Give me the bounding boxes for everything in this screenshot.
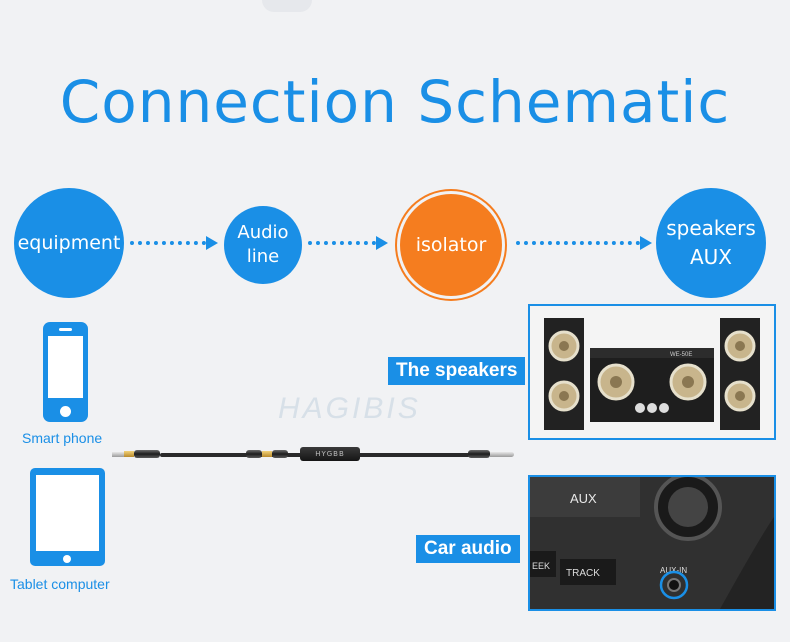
isolator-device: HYGBB xyxy=(300,447,360,461)
car-audio-photo: AUX EEK TRACK AUX-IN xyxy=(528,475,776,611)
arrow-right-icon xyxy=(640,236,652,250)
arrow-right-icon xyxy=(206,236,218,250)
dotted-connector-2 xyxy=(308,241,376,249)
audio-line-label-1: Audio xyxy=(237,222,289,243)
dotted-connector-1 xyxy=(130,241,206,249)
speaker-model-text: WE-50E xyxy=(670,352,692,358)
top-decoration xyxy=(262,0,312,12)
seek-button-text: EEK xyxy=(532,561,550,571)
speakers-aux-node: speakers AUX xyxy=(656,188,766,298)
page-title: Connection Schematic xyxy=(59,68,731,136)
arrow-right-icon xyxy=(376,236,388,250)
isolator-label: isolator xyxy=(415,234,487,256)
aux-label: AUX xyxy=(689,245,733,269)
watermark: HAGIBIS xyxy=(278,392,421,425)
tablet-icon xyxy=(30,468,105,566)
speakers-photo: WE-50E xyxy=(528,304,776,440)
smart-phone-label: Smart phone xyxy=(22,430,103,446)
track-button-text: TRACK xyxy=(566,568,600,579)
audio-line-node: Audio line xyxy=(224,206,302,284)
equipment-label: equipment xyxy=(17,232,121,254)
aux-in-text: AUX-IN xyxy=(660,566,687,575)
audio-line-label-2: line xyxy=(246,246,280,267)
isolator-node: isolator xyxy=(400,194,502,296)
car-audio-label-box: Car audio xyxy=(416,535,520,563)
smartphone-icon xyxy=(43,322,88,422)
speakers-label: speakers xyxy=(666,216,756,240)
aux-button-text: AUX xyxy=(570,491,597,506)
speakers-label-box: The speakers xyxy=(388,357,526,385)
equipment-node: equipment xyxy=(14,188,124,298)
dotted-connector-3 xyxy=(516,241,640,249)
speakers-image: WE-50E xyxy=(530,306,774,438)
car-dashboard-image: AUX EEK TRACK AUX-IN xyxy=(530,477,774,609)
tablet-label: Tablet computer xyxy=(10,576,110,592)
